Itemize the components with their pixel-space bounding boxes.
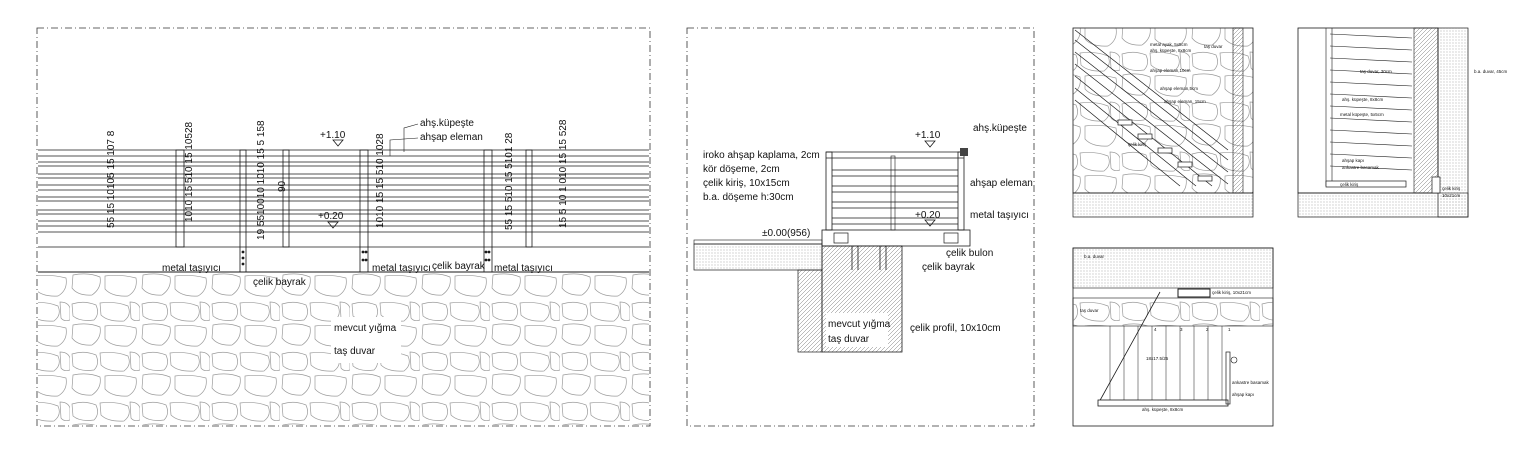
spec-line-1: iroko ahşap kaplama, 2cm <box>703 150 820 161</box>
section-steel-flag: çelik bayrak <box>922 262 976 273</box>
railing-slats <box>38 149 649 233</box>
section-metal-carrier: metal taşıyıcı <box>970 210 1029 221</box>
detail-a-text-1: metal ayak, 5x5cm <box>1150 42 1188 47</box>
elevation-panel: +1.10 +0.20 ahş.küpeşte ahşap eleman 55 … <box>36 27 651 427</box>
spec-line-4: b.a. döşeme h:30cm <box>703 192 794 203</box>
metal-carrier-label-2: metal taşıyıcı <box>372 263 431 274</box>
dim-height-90: 90 <box>277 180 288 192</box>
detail-a-text-2: ahş. küpeşte, 8x8cm <box>1150 48 1192 53</box>
dim-string-d: 1010 15 15 510 1028 <box>375 133 386 228</box>
plan-step-3: 3 <box>1180 327 1183 332</box>
detail-b-text-2: b.a. duvar, 45cm <box>1474 69 1508 74</box>
rail-wood-element-label: ahşap eleman <box>420 132 483 143</box>
section-level-zero: ±0.00(956) <box>762 228 810 239</box>
section-wall-line-1: mevcut yığma <box>828 319 891 330</box>
dim-string-f: 15 5 10 1 010 15 15 528 <box>558 119 569 228</box>
dim-string-b: 1010 15 510 15 10528 <box>184 121 195 222</box>
section-frame <box>686 27 1035 427</box>
level-marker-top <box>332 139 344 147</box>
floor-slab <box>693 243 823 271</box>
detail-b-text-6: ankastre basamak <box>1342 165 1380 170</box>
section-level-top: +1.10 <box>915 130 941 141</box>
dim-string-e: 55 15 510 15 5101 28 <box>504 132 515 230</box>
section-steel-profile: çelik profil, 10x10cm <box>910 323 1001 334</box>
steel-flag-label-1: çelik bayrak <box>253 277 307 288</box>
dim-string-c: 19 5510010 1010 15 5 158 <box>256 120 267 240</box>
plan-step-2: 2 <box>1206 327 1209 332</box>
plan-text-3: taş duvar <box>1080 308 1099 313</box>
section-level-mid: +0.20 <box>915 210 941 221</box>
section-kupeste-label: ahş.küpeşte <box>973 123 1027 134</box>
detail-b-text-9: 10x21cm <box>1442 193 1461 198</box>
section-steel-bolt: çelik bulon <box>946 248 993 259</box>
steel-flag-plates <box>241 250 491 266</box>
plan-text-6: ahş. küpeşte, 8x8cm <box>1142 407 1184 412</box>
detail-b-text-7: çelik kiriş <box>1340 182 1359 187</box>
section-wood-element: ahşap eleman <box>970 178 1033 189</box>
stair-section-detail: metal ayak, 5x5cm ahş. küpeşte, 8x8cm ta… <box>1072 27 1254 218</box>
spec-line-2: kör döşeme, 2cm <box>703 164 780 175</box>
detail-a-text-6: ahşap eleman, 15cm <box>1164 99 1206 104</box>
plan-step-1: 1 <box>1228 327 1231 332</box>
dim-string-a: 55 15 10105 15 107 8 <box>106 130 117 228</box>
detail-b-text-8: çelik kiriş <box>1442 186 1461 191</box>
plan-text-1: b.a. duvar <box>1084 254 1105 259</box>
detail-b-text-4: metal küpeşte, 5x5cm <box>1340 112 1384 117</box>
section-wall-line-2: taş duvar <box>828 334 870 345</box>
detail-a-text-4: ahşap eleman,10cm <box>1150 68 1191 73</box>
level-marker-mid <box>327 221 339 229</box>
level-top-label: +1.10 <box>320 130 346 141</box>
metal-carrier-label-3: metal taşıyıcı <box>494 263 553 274</box>
plan-step-4: 4 <box>1154 327 1157 332</box>
wall-label-line-2: taş duvar <box>334 346 376 357</box>
plan-text-4: ankastre basamak <box>1232 380 1270 385</box>
detail-a-text-7: çelik kiriş <box>1128 142 1147 147</box>
detail-b-text-3: ahş. küpeşte, 8x8cm <box>1342 97 1384 102</box>
plan-text-2: çelik kiriş, 10x21cm <box>1212 290 1251 295</box>
spec-line-3: çelik kiriş, 10x15cm <box>703 178 790 189</box>
plan-dimension: 18x17.5/25 <box>1146 356 1169 361</box>
level-mid-label: +0.20 <box>318 211 344 222</box>
steel-beam <box>821 229 971 247</box>
railing-posts <box>175 149 533 273</box>
detail-b-text-1: taş duvar, 30cm <box>1360 69 1392 74</box>
steel-flag-label-2: çelik bayrak <box>432 261 486 272</box>
wall-section-detail: taş duvar, 30cm b.a. duvar, 45cm ahş. kü… <box>1297 27 1508 218</box>
plan-text-5: ahşap kapı <box>1232 392 1254 397</box>
section-panel: +1.10 +0.20 ±0.00(956) ahş.küpeşte iroko… <box>686 27 1035 427</box>
metal-carrier-label-1: metal taşıyıcı <box>162 263 221 274</box>
rail-kupeste-label: ahş.küpeşte <box>420 118 474 129</box>
detail-b-text-5: ahşap kapı <box>1342 158 1364 163</box>
elevation-frame <box>36 27 651 427</box>
detail-a-text-5: ahşap eleman,5cm <box>1160 86 1198 91</box>
wall-label-line-1: mevcut yığma <box>334 323 397 334</box>
stair-plan-detail: b.a. duvar çelik kiriş, 10x21cm taş duva… <box>1072 247 1274 427</box>
detail-a-text-3: taş duvar <box>1204 44 1223 49</box>
